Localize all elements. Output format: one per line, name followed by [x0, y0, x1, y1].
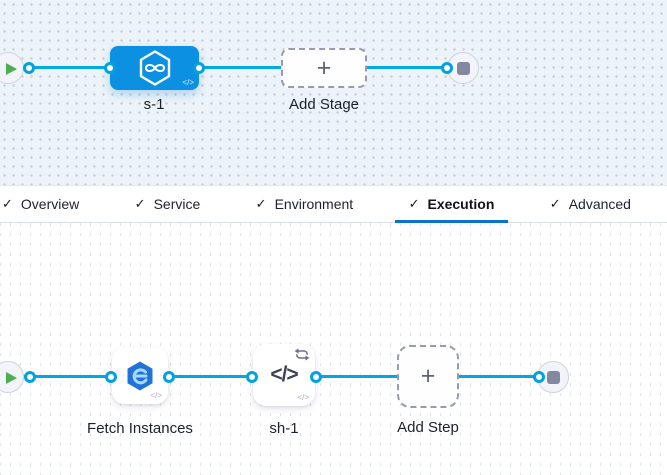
- port[interactable]: [246, 371, 258, 383]
- stage-label: s-1: [143, 96, 165, 113]
- execution-end-node: [537, 361, 569, 393]
- port[interactable]: [310, 371, 322, 383]
- fetch-instances-icon: [127, 361, 153, 391]
- tab-environment[interactable]: ✓ Environment: [255, 196, 354, 212]
- step-node-sh1[interactable]: </> </>: [253, 344, 315, 406]
- check-icon: ✓: [408, 196, 420, 211]
- add-stage-button[interactable]: +: [281, 48, 367, 88]
- port[interactable]: [24, 371, 36, 383]
- check-icon: ✓: [2, 196, 13, 211]
- stop-icon: [456, 61, 470, 75]
- tab-service[interactable]: ✓ Service: [134, 196, 201, 212]
- add-stage-label: Add Stage: [288, 96, 360, 113]
- port[interactable]: [533, 371, 545, 383]
- code-view-icon[interactable]: </>: [150, 391, 162, 400]
- tab-advanced[interactable]: ✓ Advanced: [549, 196, 631, 212]
- port[interactable]: [104, 62, 116, 74]
- execution-start-node: [0, 361, 24, 393]
- port[interactable]: [193, 62, 205, 74]
- stage-canvas[interactable]: </> s-1 + Add Stage: [0, 0, 667, 185]
- pipeline-start-node: [0, 52, 24, 84]
- port[interactable]: [23, 62, 35, 74]
- play-icon: [6, 63, 17, 75]
- stage-config-tabbar: ✓ Overview ✓ Service ✓ Environment ✓ Exe…: [0, 185, 667, 223]
- stage-node-s1[interactable]: </>: [110, 46, 199, 90]
- check-icon: ✓: [549, 196, 561, 211]
- port[interactable]: [105, 371, 117, 383]
- code-view-icon[interactable]: </>: [182, 78, 194, 87]
- execution-canvas[interactable]: </> Fetch Instances </> </> sh-1 + Add S…: [0, 223, 667, 475]
- step-node-fetch-instances[interactable]: </>: [112, 348, 168, 404]
- check-icon: ✓: [255, 196, 267, 211]
- port[interactable]: [441, 62, 453, 74]
- check-icon: ✓: [134, 196, 146, 211]
- step-label: sh-1: [269, 420, 299, 437]
- tab-overview[interactable]: ✓ Overview: [2, 196, 80, 212]
- plus-icon: +: [316, 53, 332, 82]
- add-step-label: Add Step: [397, 419, 459, 436]
- stop-icon: [546, 370, 560, 384]
- add-step-button[interactable]: +: [397, 345, 459, 408]
- stage-connector-line: [8, 66, 450, 69]
- deploy-stage-icon: [139, 50, 170, 86]
- port[interactable]: [163, 371, 175, 383]
- tab-execution[interactable]: ✓ Execution: [394, 186, 509, 223]
- step-label: Fetch Instances: [87, 420, 193, 437]
- play-icon: [6, 372, 17, 384]
- plus-icon: +: [420, 362, 436, 390]
- code-view-icon[interactable]: </>: [297, 393, 309, 402]
- looping-strategy-icon: [294, 348, 310, 361]
- shell-script-icon: </>: [270, 363, 298, 386]
